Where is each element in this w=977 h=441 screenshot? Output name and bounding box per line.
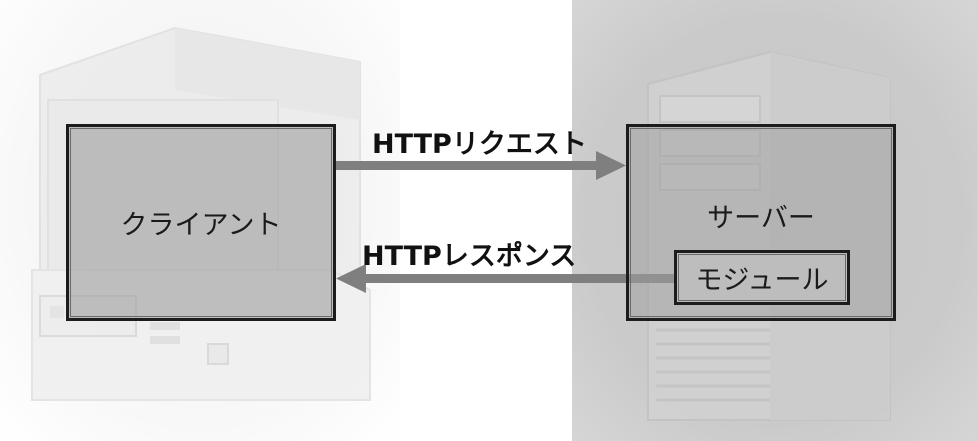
response-arrow	[336, 264, 674, 293]
response-label: HTTPレスポンス	[362, 241, 577, 272]
request-arrow	[336, 151, 626, 180]
client-label: クライアント	[120, 210, 282, 241]
client-node: クライアント	[66, 124, 336, 321]
request-label: HTTPリクエスト	[372, 129, 587, 160]
module-node: モジュール	[674, 250, 850, 305]
module-label: モジュール	[695, 265, 829, 296]
server-label: サーバー	[707, 203, 815, 234]
